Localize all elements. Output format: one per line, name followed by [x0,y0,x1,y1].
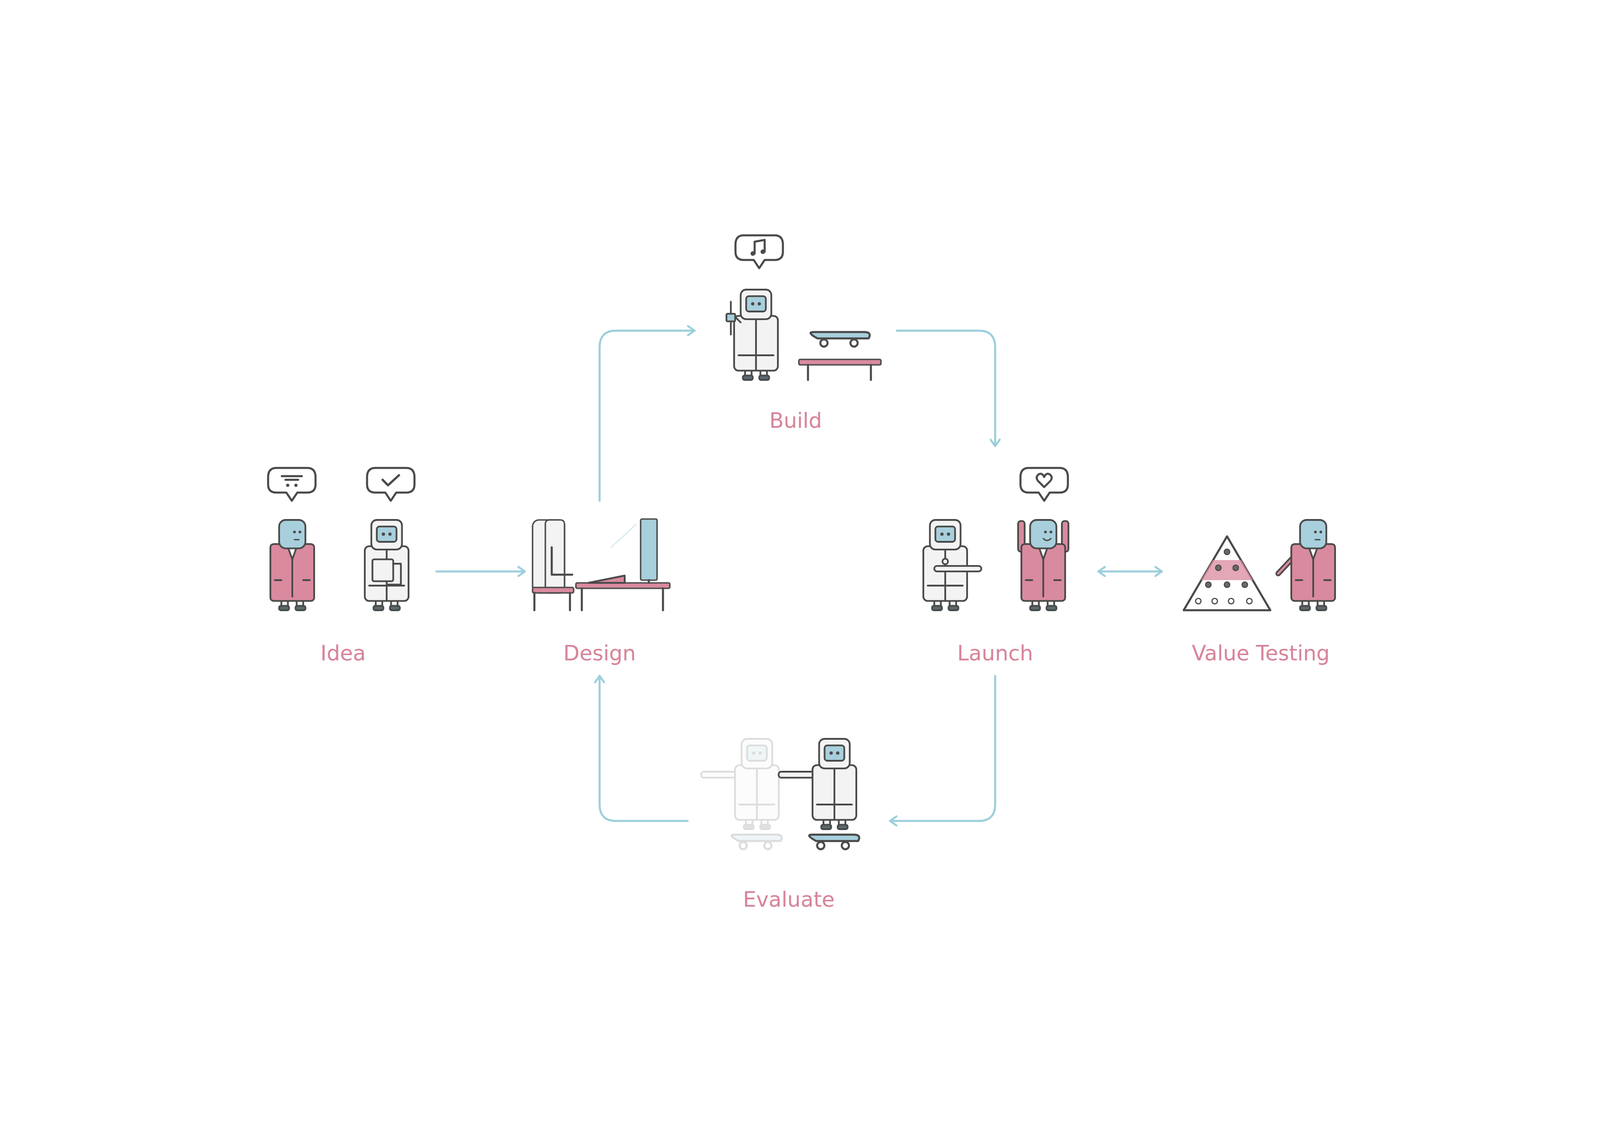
stage-node: Design [519,510,680,666]
stage-label: Launch [911,640,1079,666]
stage-label: Evaluate [697,886,881,912]
stage-node: Launch [911,455,1079,666]
stage-node: Idea [259,455,427,666]
figure [726,289,778,380]
stage-label: Build [704,408,887,434]
stage-label: Value Testing [1171,640,1350,666]
stage-node: Evaluate [697,729,881,912]
flow-arrow [890,675,996,821]
figure [923,519,982,611]
value-pyramid [1183,536,1271,611]
speech-bubble [367,467,415,501]
desk-scene [532,518,670,611]
bench [798,359,881,380]
skateboard [731,834,782,850]
stage-label: Idea [259,640,427,666]
flow-arrow [599,675,688,821]
figure [701,738,779,829]
speech-bubble [1020,467,1068,501]
figure [778,738,857,829]
speech-bubble [268,467,316,501]
figure [1018,519,1069,611]
figure [270,519,315,611]
flow-arrow [436,570,525,573]
speech-bubble [735,235,783,269]
skateboard [810,331,870,347]
figure [1278,519,1336,611]
flow-arrow [1098,570,1162,573]
skateboard [809,834,860,850]
figure [364,519,409,611]
flow-arrow [896,330,996,446]
flow-arrow [599,330,695,501]
stage-node: Build [704,227,887,434]
stage-node: Value Testing [1171,501,1350,666]
stage-label: Design [519,640,680,666]
